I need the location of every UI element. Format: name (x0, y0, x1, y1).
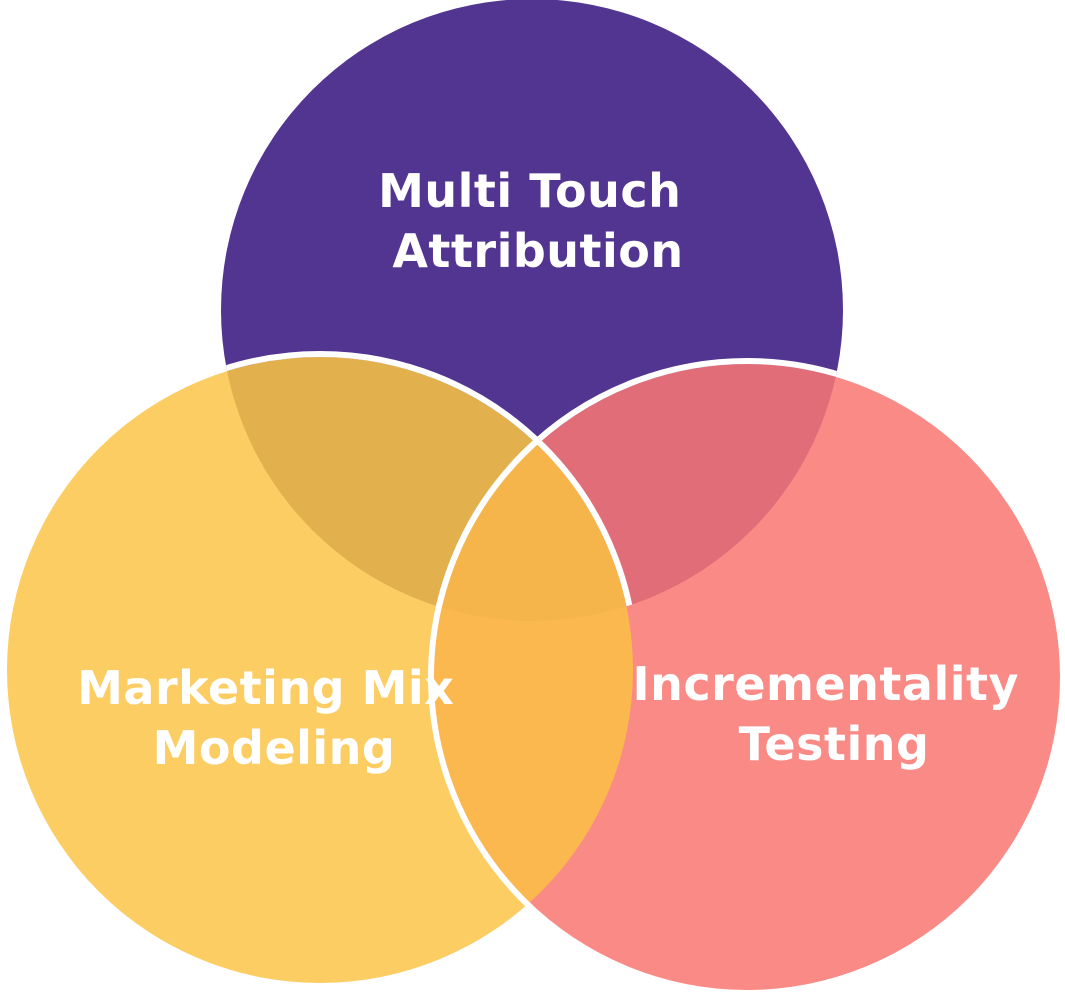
mmm-label: Marketing Mix Modeling (77, 661, 471, 775)
mmm-label-line-2: Modeling (153, 721, 396, 775)
inc-label: Incrementality Testing (633, 657, 1036, 771)
overlap-center (434, 364, 633, 621)
inc-label-line-2: Testing (739, 717, 930, 771)
mta-label: Multi Touch Attribution (378, 164, 698, 278)
mta-label-line-2: Attribution (392, 224, 683, 278)
inc-boundary-in-mmm (428, 358, 633, 983)
inc-boundary-in-mta (428, 358, 843, 621)
mmm-label-line-1: Marketing Mix (77, 661, 454, 715)
mmm-boundary-in-mta (221, 351, 639, 621)
mta-label-line-1: Multi Touch (378, 164, 681, 218)
inc-label-line-1: Incrementality (633, 657, 1019, 711)
